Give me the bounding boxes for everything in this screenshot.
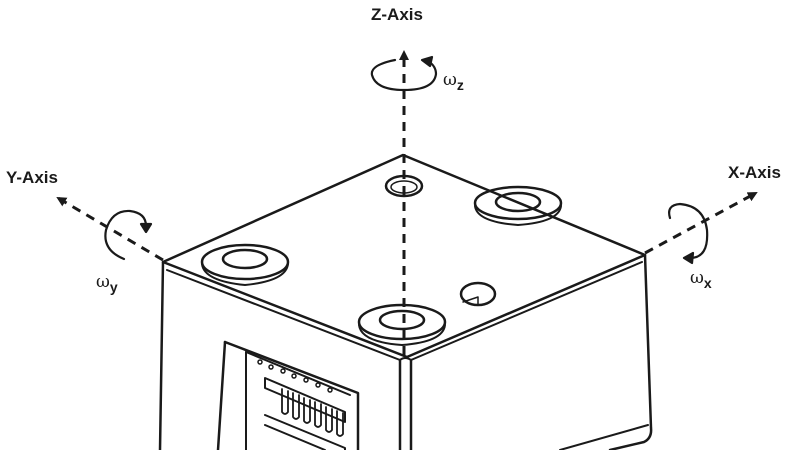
omega-symbol: ω — [96, 272, 110, 292]
connector-port — [216, 340, 360, 450]
box-top-face — [161, 153, 647, 361]
y-rotation-arrow — [104, 209, 153, 261]
mounting-hole-left — [200, 243, 290, 286]
rotation-subscript: z — [456, 77, 464, 93]
omega-symbol: ω — [690, 268, 704, 288]
y-axis-line — [56, 196, 164, 262]
rotation-subscript: y — [109, 279, 118, 295]
x-rotation-label: ωx — [690, 268, 712, 291]
mounting-hole-right — [473, 185, 563, 226]
z-axis-label: Z-Axis — [371, 5, 423, 24]
x-rotation-arrow — [668, 202, 709, 265]
y-axis-label: Y-Axis — [6, 168, 58, 187]
z-rotation-arrow — [370, 55, 438, 92]
alignment-pin-hole — [459, 281, 497, 307]
rotation-subscript: x — [703, 275, 712, 291]
y-rotation-label: ωy — [96, 272, 118, 295]
z-rotation-label: ωz — [443, 70, 464, 93]
box-body — [158, 253, 653, 450]
mounting-hole-front — [357, 303, 447, 346]
omega-symbol: ω — [443, 70, 457, 90]
x-axis-label: X-Axis — [728, 163, 781, 182]
x-axis-line — [644, 191, 758, 255]
